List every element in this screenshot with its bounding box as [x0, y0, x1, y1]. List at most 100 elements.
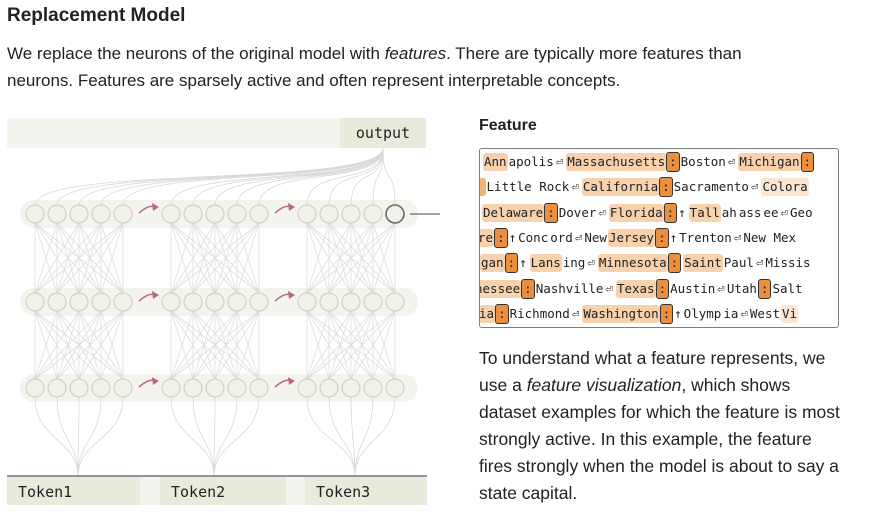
feature-token: Missis — [765, 255, 811, 271]
output-edge — [306, 147, 384, 206]
edge — [100, 310, 124, 380]
feature-token: : — [655, 278, 670, 299]
arrow-head — [288, 377, 295, 385]
feature-node — [205, 292, 225, 312]
edge — [328, 222, 396, 294]
feature-token: Colora — [761, 178, 809, 197]
feature-node — [319, 378, 339, 398]
feature-token: ↑ — [669, 229, 678, 245]
feature-token: Trenton — [679, 229, 732, 245]
feature-token: California — [581, 178, 660, 197]
feature-node — [341, 204, 361, 224]
feature-token: Sacramento — [673, 179, 749, 195]
feature-token: Texas — [615, 279, 656, 298]
feature-node — [249, 204, 269, 224]
feature-token: ↑ — [678, 204, 686, 220]
section-title: Replacement Model — [7, 5, 186, 26]
output-edge — [192, 147, 384, 206]
edge — [350, 310, 396, 380]
edge — [56, 310, 124, 380]
edge — [170, 222, 216, 294]
token-edge — [56, 396, 79, 477]
edge — [350, 222, 396, 294]
edge — [306, 222, 374, 294]
feature-token: Jersey — [607, 228, 656, 247]
feature-node — [183, 378, 203, 398]
neuron-nodes — [25, 204, 405, 398]
feature-node — [297, 292, 317, 312]
feature-token: : — [659, 303, 674, 324]
feature-token: ↑ — [508, 229, 517, 245]
feature-token: Dover — [558, 204, 597, 220]
feature-token: ⏎ — [727, 154, 736, 169]
edge — [236, 222, 260, 294]
edge — [56, 222, 124, 294]
token-gap — [286, 477, 305, 505]
feature-token: Olymp — [683, 305, 722, 321]
feature-token: New Mex — [743, 229, 797, 245]
feature-token: Utah — [726, 280, 757, 296]
output-edge — [236, 147, 384, 206]
feature-node — [47, 204, 67, 224]
edge — [328, 310, 396, 380]
feature-token: Delaware — [482, 203, 545, 222]
feature-heading: Feature — [479, 117, 537, 134]
feature-token: : — [663, 202, 678, 223]
feature-token: : — [666, 152, 680, 172]
connection-edges — [34, 147, 396, 477]
feature-token: ⏎ — [605, 280, 613, 296]
feature-token: Lans — [529, 254, 562, 273]
feature-token: ah — [721, 204, 737, 220]
edge — [170, 310, 260, 380]
token-edge — [306, 396, 356, 477]
feature-token: Michigan — [738, 153, 801, 171]
feature-token: Richmond — [509, 305, 570, 321]
edge — [170, 310, 216, 380]
token-label: Token1 — [18, 483, 72, 501]
feature-node — [363, 378, 383, 398]
edge — [192, 310, 260, 380]
feature-token: : — [655, 227, 669, 248]
feature-node — [161, 378, 181, 398]
intro-text-1: We replace the neurons of the original m… — [7, 44, 385, 63]
output-edge — [214, 147, 384, 206]
feature-token: Tall — [688, 203, 721, 222]
feature-node — [161, 204, 181, 224]
feature-node — [319, 292, 339, 312]
feature-node — [91, 292, 111, 312]
output-edge — [122, 147, 384, 206]
feature-token: ing — [562, 255, 586, 271]
feature-token: Massachusetts — [566, 153, 667, 171]
feature-node — [341, 292, 361, 312]
edge — [214, 310, 260, 380]
token-box — [305, 477, 427, 505]
edge — [306, 222, 396, 294]
feature-token: : — [504, 253, 519, 274]
feature-token: gan — [480, 254, 505, 273]
explanation-paragraph: To understand what a feature represents,… — [479, 345, 849, 507]
output-label: output — [356, 124, 410, 142]
feature-node — [25, 204, 45, 224]
feature-token: Washington — [582, 304, 660, 323]
feature-node — [47, 378, 67, 398]
token-edge — [213, 396, 260, 477]
feature-token: : — [800, 152, 815, 172]
output-edge — [382, 147, 396, 206]
edge — [170, 310, 194, 380]
feature-token: ⏎ — [733, 229, 742, 245]
feature-node — [161, 292, 181, 312]
token-edge — [77, 396, 80, 477]
edge — [34, 310, 80, 380]
edge — [236, 310, 260, 380]
output-edge — [34, 147, 384, 206]
feature-node — [69, 378, 89, 398]
edge — [170, 222, 194, 294]
token-box — [7, 477, 140, 505]
feature-example-row: Little Rock⏎ California: Sacramento⏎ Col… — [480, 176, 809, 198]
edge — [34, 310, 102, 380]
